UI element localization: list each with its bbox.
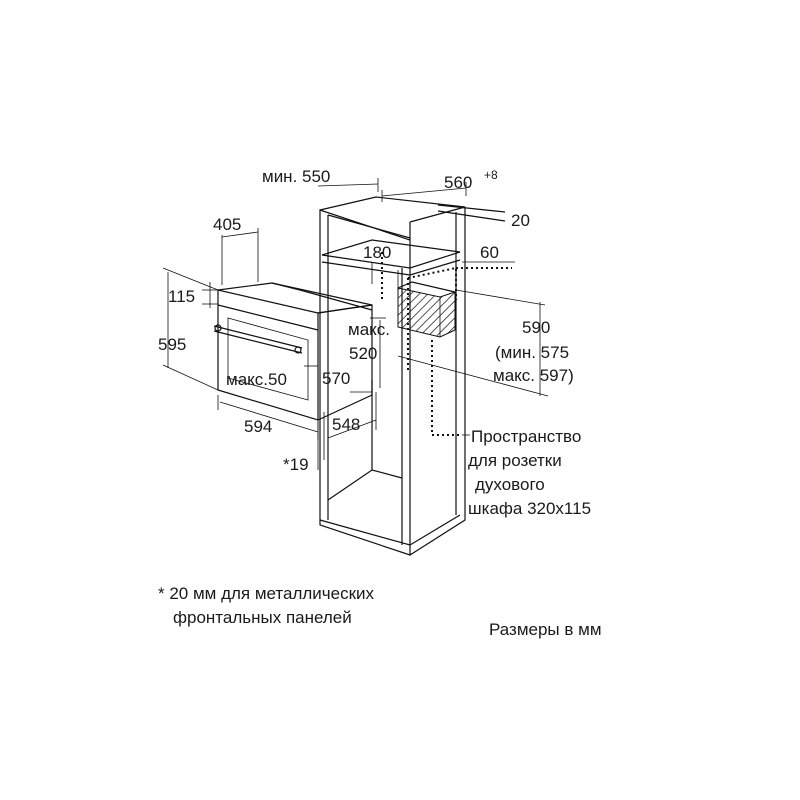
- label-405: 405: [213, 215, 241, 234]
- label-560: 560: [444, 173, 472, 192]
- cabinet: [319, 196, 506, 556]
- label-max-597: макс. 597): [493, 366, 574, 385]
- label-max-50: макс.50: [226, 370, 287, 389]
- units-note: Размеры в мм: [489, 620, 602, 639]
- label-60: 60: [480, 243, 499, 262]
- label-560-tolerance: +8: [484, 168, 498, 182]
- socket-label-line4: шкафа 320x115: [468, 499, 591, 518]
- label-min-575: (мин. 575: [495, 343, 569, 362]
- footnote-line2: фронтальных панелей: [173, 608, 352, 627]
- label-520: 520: [349, 344, 377, 363]
- label-570: 570: [322, 369, 350, 388]
- label-590: 590: [522, 318, 550, 337]
- label-note-19: *19: [283, 455, 309, 474]
- dimension-lines: [162, 178, 549, 470]
- label-max-top: макс.: [348, 320, 390, 339]
- label-594: 594: [244, 417, 272, 436]
- socket-label-line2: для розетки: [468, 451, 562, 470]
- oven: [213, 282, 373, 421]
- socket-cutout: [397, 281, 456, 338]
- label-20: 20: [511, 211, 530, 230]
- footnote-line1: * 20 мм для металлических: [158, 584, 375, 603]
- label-min-550: мин. 550: [262, 167, 330, 186]
- socket-label-line3: духового: [475, 475, 545, 494]
- socket-space-outline: [381, 252, 512, 436]
- label-548: 548: [332, 415, 360, 434]
- label-180: 180: [363, 243, 391, 262]
- label-595: 595: [158, 335, 186, 354]
- socket-label-line1: Пространство: [471, 427, 581, 446]
- label-115: 115: [168, 287, 195, 306]
